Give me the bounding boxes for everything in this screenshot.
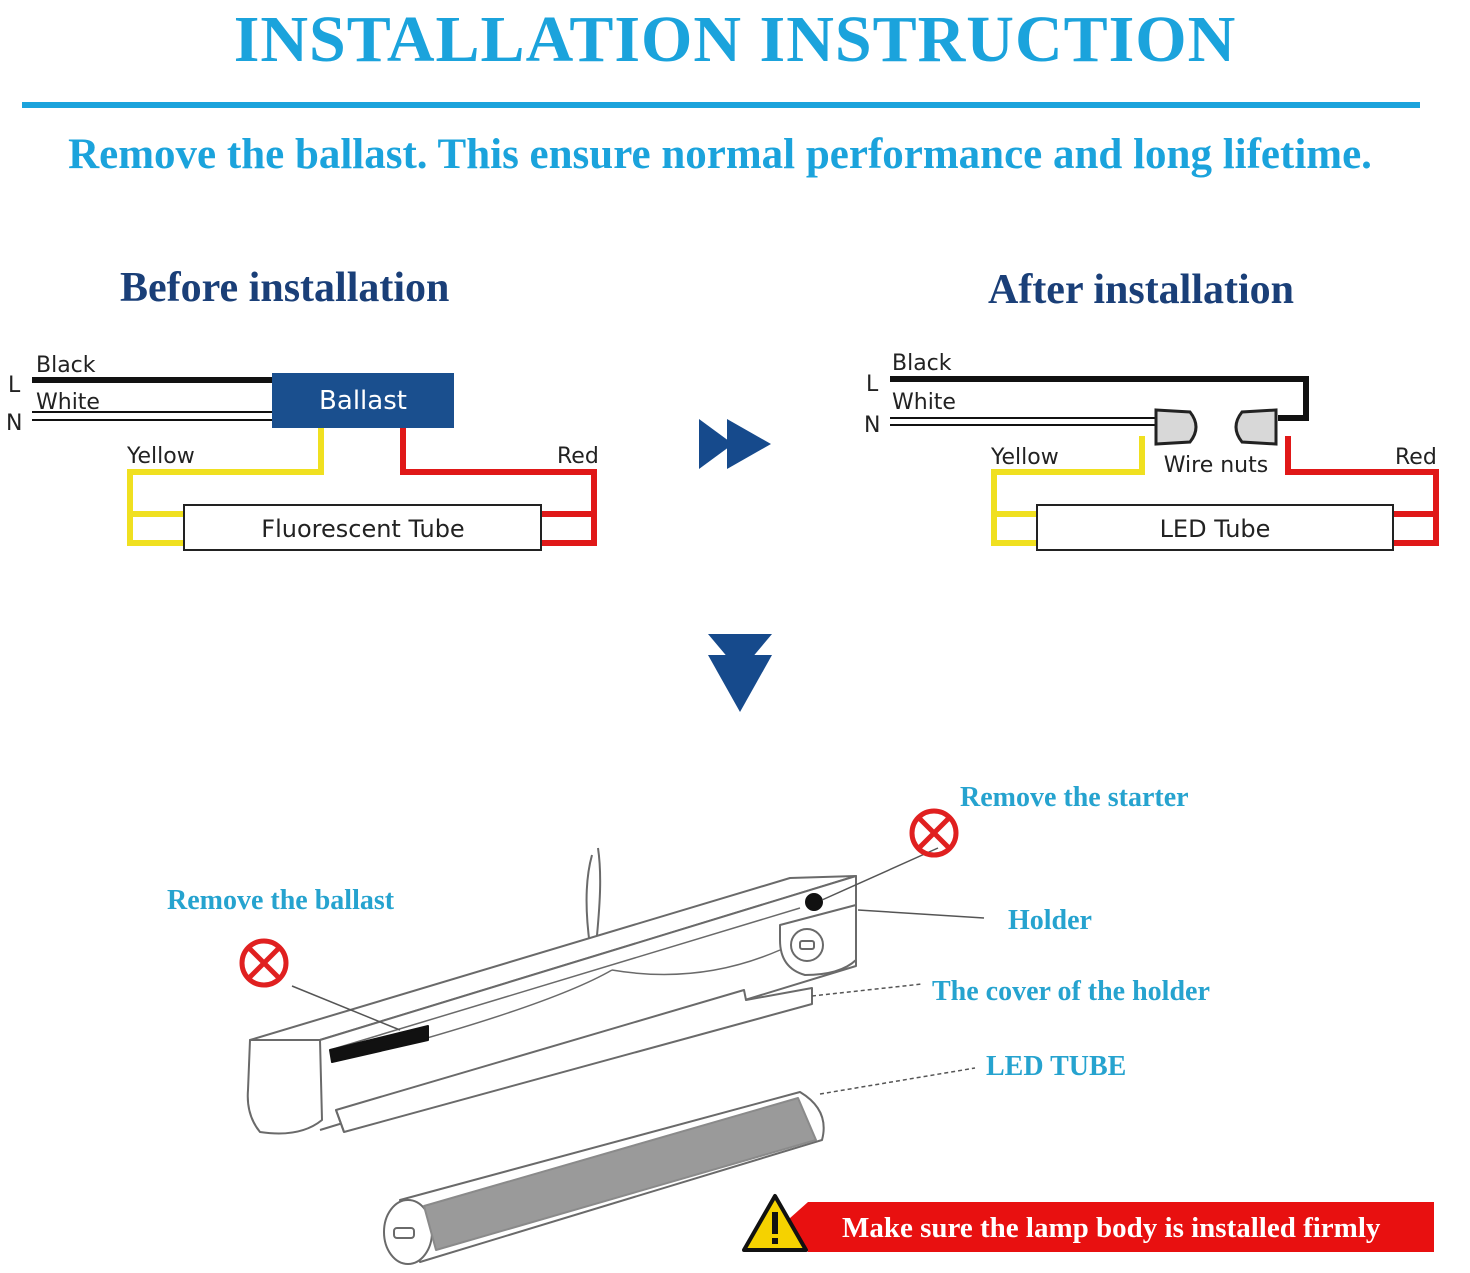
warning-icon (742, 1194, 808, 1252)
led-tube-diagram-label: LED Tube (1160, 515, 1271, 543)
after-black-label: Black (892, 351, 952, 376)
before-n-label: N (6, 411, 22, 436)
wire-nut-left (1154, 408, 1198, 446)
remove-starter-label: Remove the starter (960, 782, 1189, 813)
page-subtitle: Remove the ballast. This ensure normal p… (68, 131, 1372, 178)
wire-nut-right (1234, 408, 1278, 446)
before-white-label: White (36, 390, 100, 415)
before-installation-heading: Before installation (120, 265, 450, 311)
after-wiring-diagram: L N Black White Wire nuts Yellow Red LED… (864, 351, 1439, 551)
remove-ballast-icon (239, 938, 289, 988)
holder-cover-label: The cover of the holder (932, 976, 1210, 1007)
page-title: INSTALLATION INSTRUCTION (233, 3, 1237, 76)
warning-banner: Make sure the lamp body is installed fir… (780, 1202, 1434, 1252)
wire-nuts-label: Wire nuts (1164, 453, 1268, 478)
ballast-box (272, 373, 454, 428)
leader-lines (291, 847, 985, 1095)
after-red-wire-1 (1285, 436, 1439, 546)
down-arrow-icon (708, 634, 772, 712)
remove-ballast-label: Remove the ballast (167, 885, 395, 916)
before-black-label: Black (36, 353, 96, 378)
fluorescent-tube-label: Fluorescent Tube (261, 515, 464, 543)
after-black-wire (890, 376, 1309, 421)
after-yellow-label: Yellow (990, 445, 1059, 470)
starter-dot (805, 893, 823, 911)
before-red-wire-1 (400, 428, 597, 546)
fixture-illustration (246, 847, 857, 1265)
before-yellow-label: Yellow (126, 444, 195, 469)
led-tube-label: LED TUBE (986, 1051, 1126, 1082)
before-wiring-diagram: L N Black White Ballast Yellow Red Fluor… (6, 353, 599, 551)
after-white-label: White (892, 390, 956, 415)
warning-text: Make sure the lamp body is installed fir… (842, 1212, 1381, 1244)
after-l-label: L (866, 372, 879, 397)
after-yellow-wire-1 (991, 436, 1145, 546)
title-divider (22, 102, 1420, 108)
after-installation-heading: After installation (988, 267, 1295, 313)
before-red-label: Red (557, 444, 599, 469)
fluorescent-tube (183, 504, 542, 551)
remove-starter-icon (909, 808, 959, 858)
before-l-label: L (8, 373, 21, 398)
right-arrow-icon (699, 419, 771, 469)
holder-label: Holder (1008, 905, 1092, 936)
ballast-label: Ballast (319, 386, 407, 416)
led-tube-diagram (1036, 504, 1394, 551)
before-yellow-wire-1 (127, 428, 324, 546)
after-n-label: N (864, 413, 880, 438)
after-red-label: Red (1395, 445, 1437, 470)
